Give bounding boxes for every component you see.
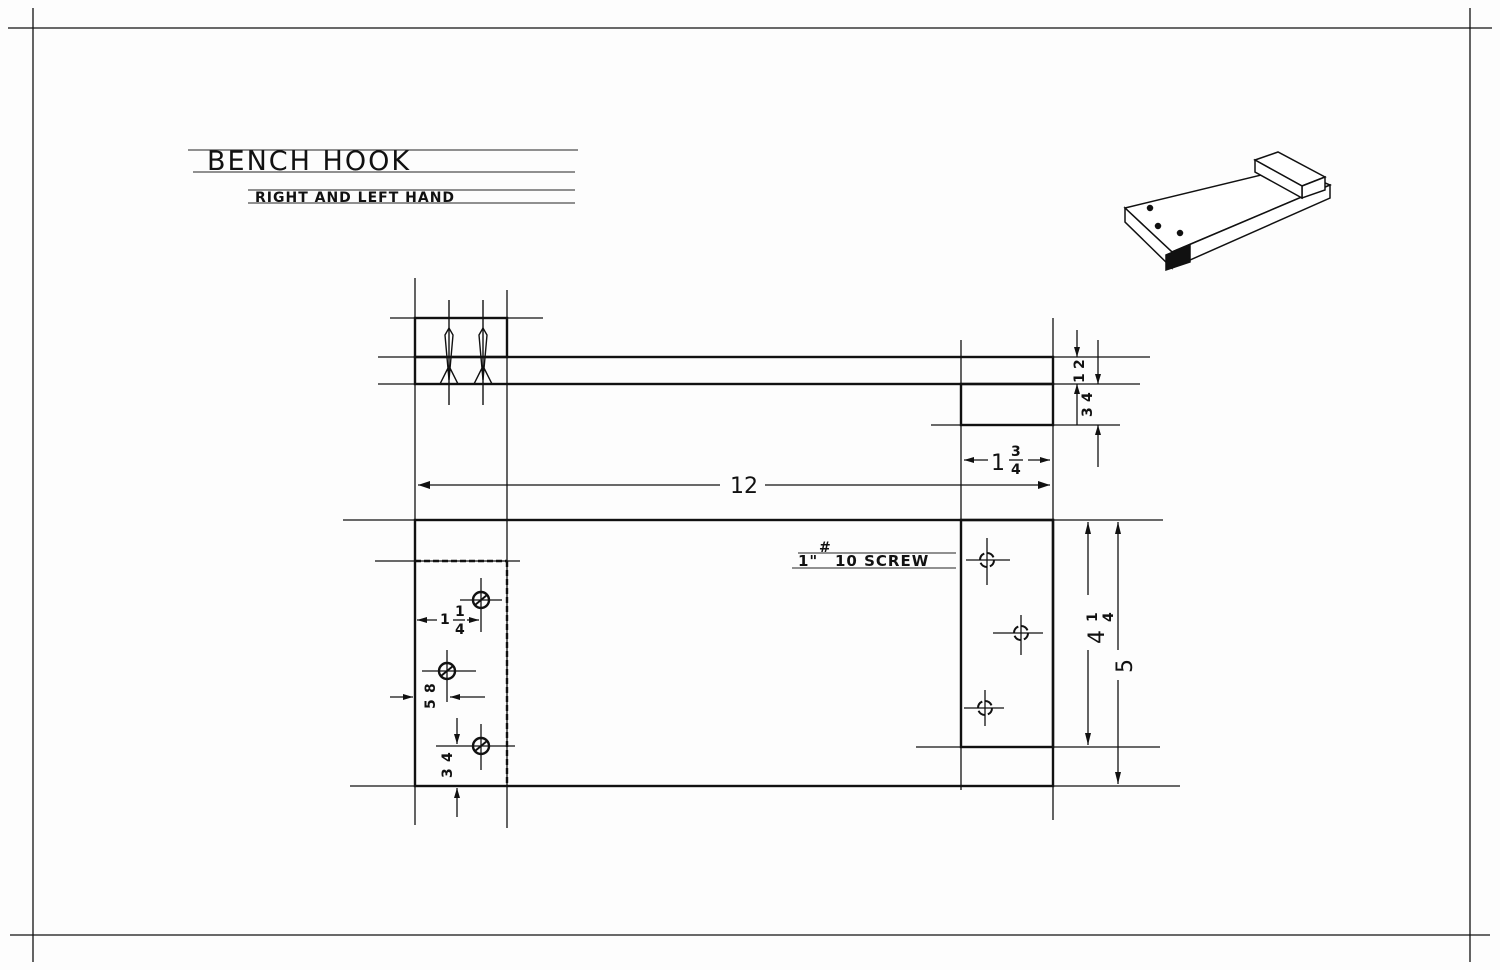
cleat-width-den: 4 — [1011, 462, 1021, 478]
title-block: BENCH HOOK RIGHT AND LEFT HAND — [188, 146, 578, 206]
drawing-subtitle: RIGHT AND LEFT HAND — [255, 190, 455, 206]
dimension-cleat-width: 1 3 4 — [964, 444, 1050, 478]
sheet-border — [8, 8, 1492, 962]
edge-offset-den: 8 — [423, 683, 439, 693]
screw-hole-icon — [964, 538, 1043, 726]
screw-offset-num: 1 — [455, 604, 465, 620]
edge-offset-num: 5 — [423, 699, 439, 709]
board-thickness-num: 1 — [1072, 373, 1088, 383]
screw-head-icon — [422, 578, 515, 770]
screw-offset-den: 4 — [455, 622, 465, 638]
cleat-length-num: 1 — [1085, 612, 1101, 622]
screw-number-sign: # — [819, 540, 831, 556]
dimension-cleat-length: 4 1 4 — [1085, 522, 1117, 745]
cleat-length-den: 4 — [1101, 612, 1117, 622]
screw-note: 1" # 10 SCREW — [792, 540, 956, 570]
board-width-label: 5 — [1113, 659, 1138, 673]
end-offset-den: 4 — [440, 752, 456, 762]
length-label: 12 — [730, 474, 758, 499]
cleat-thickness-num: 3 — [1080, 407, 1096, 417]
dimension-thickness: 1 2 3 4 — [1072, 330, 1101, 467]
screw-section-icon — [439, 300, 493, 405]
cleat-thickness-den: 4 — [1080, 392, 1096, 402]
cleat-width-num: 3 — [1011, 444, 1021, 460]
cleat-length-whole: 4 — [1085, 630, 1110, 644]
dimension-end-offset: 3 4 — [440, 718, 460, 817]
drawing-title: BENCH HOOK — [207, 146, 411, 177]
cleat-width-whole: 1 — [991, 451, 1005, 476]
board-thickness-den: 2 — [1072, 359, 1088, 369]
dimension-screw-offset: 1 1 4 — [417, 604, 479, 638]
isometric-sketch — [1123, 151, 1332, 272]
screw-label: 10 SCREW — [835, 552, 929, 570]
dimension-board-width: 5 — [1113, 522, 1138, 784]
dimension-length: 12 — [418, 474, 1050, 499]
plan-view — [343, 518, 1180, 788]
screw-offset-whole: 1 — [440, 612, 450, 628]
dimension-edge-offset: 5 8 — [390, 683, 485, 709]
screw-size: 1" — [798, 552, 818, 570]
end-offset-num: 3 — [440, 768, 456, 778]
